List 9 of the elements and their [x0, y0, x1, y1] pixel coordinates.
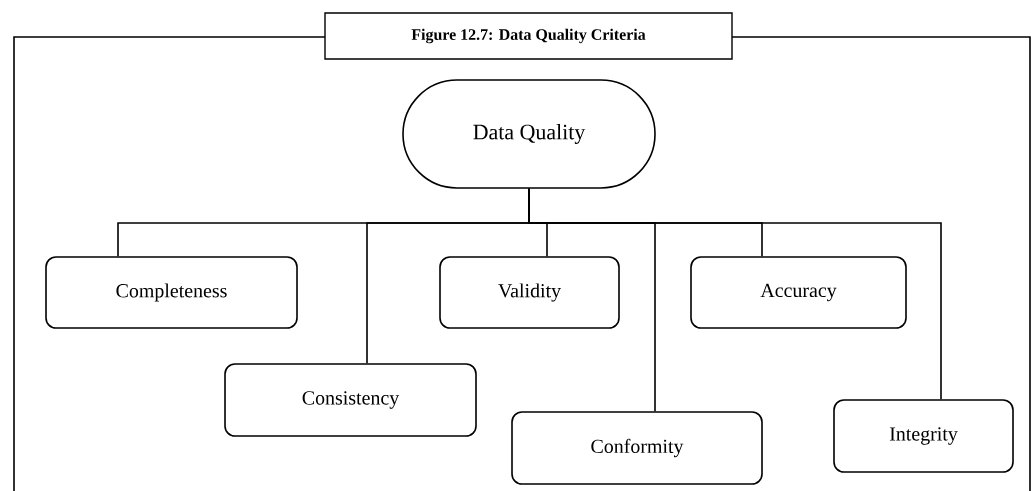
criterion-box: Validity [439, 256, 620, 329]
connector-line [528, 188, 942, 400]
criterion-box: Completeness [45, 256, 298, 329]
criterion-box: Accuracy [690, 256, 907, 329]
title-box: Figure 12.7: Data Quality Criteria [324, 12, 733, 60]
criterion-box: Conformity [511, 411, 763, 485]
criterion-box: Consistency [224, 363, 477, 437]
criterion-box: Integrity [833, 399, 1014, 473]
root-box: Data Quality [402, 79, 656, 189]
